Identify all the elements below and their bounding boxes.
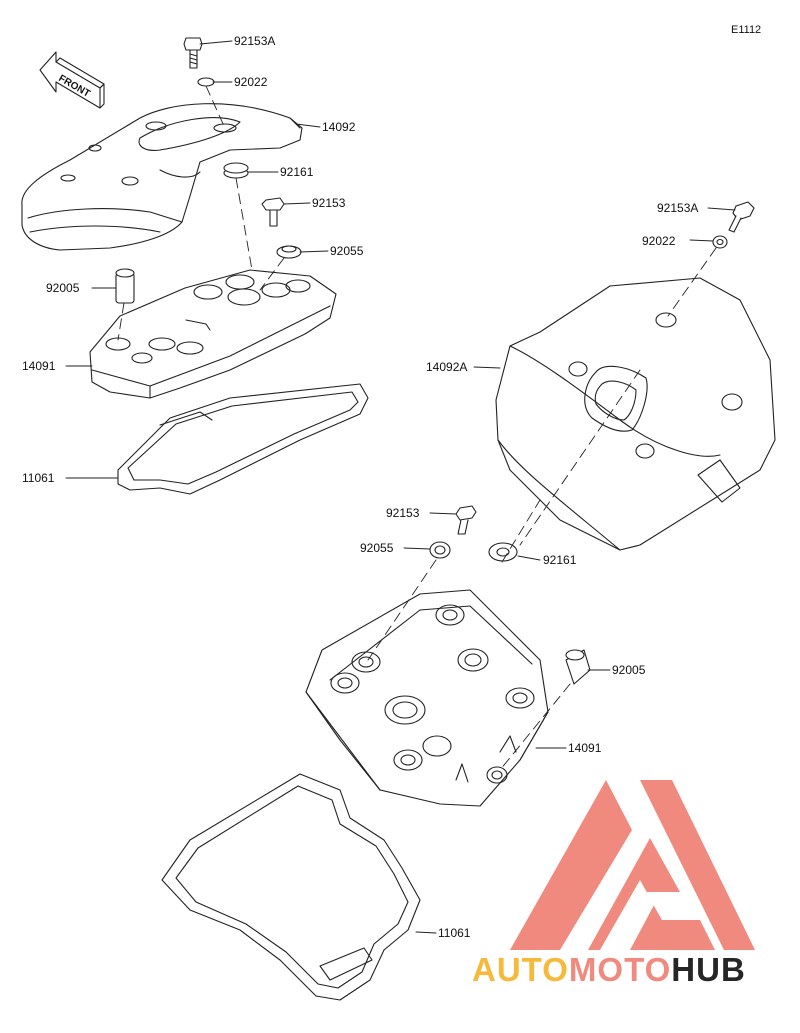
washer-92055-mid bbox=[429, 541, 451, 559]
label-92022-right: 92022 bbox=[642, 234, 676, 248]
grommet-92161-mid bbox=[488, 542, 518, 562]
engine-cover-14092A bbox=[495, 277, 776, 551]
gasket-11061-right bbox=[161, 773, 421, 1001]
watermark-hub: HUB bbox=[671, 951, 746, 988]
label-92055-mid: 92055 bbox=[360, 541, 394, 555]
bolt-92153-top bbox=[261, 197, 285, 227]
bolt-92153A-right bbox=[728, 201, 755, 233]
washer-92022-top bbox=[197, 77, 215, 87]
assembly-lines bbox=[117, 85, 717, 771]
label-92153A-top: 92153A bbox=[234, 34, 276, 48]
label-92161-mid: 92161 bbox=[543, 553, 577, 567]
front-arrow-icon bbox=[39, 51, 105, 109]
label-92153A-right: 92153A bbox=[657, 201, 699, 215]
diagram-code: E1112 bbox=[731, 24, 762, 36]
label-92005-left: 92005 bbox=[46, 281, 80, 295]
label-14092: 14092 bbox=[322, 120, 356, 134]
label-92005-right: 92005 bbox=[612, 663, 646, 677]
label-14092A: 14092A bbox=[426, 360, 468, 374]
watermark-moto: MOTO bbox=[568, 951, 672, 988]
label-92153-mid: 92153 bbox=[386, 506, 420, 520]
label-14091-left: 14091 bbox=[22, 359, 56, 373]
label-14091-right: 14091 bbox=[568, 741, 602, 755]
bolt-92153-mid bbox=[455, 505, 477, 535]
label-92153-top: 92153 bbox=[312, 196, 346, 210]
watermark-auto: AUTO bbox=[472, 951, 569, 988]
watermark-text: AUTOMOTOHUB bbox=[472, 950, 746, 990]
label-11061-bottom: 11061 bbox=[438, 926, 471, 940]
label-92022-top: 92022 bbox=[234, 75, 268, 89]
label-92055-top: 92055 bbox=[330, 244, 364, 258]
label-11061-left: 11061 bbox=[22, 471, 55, 485]
leader-lines bbox=[65, 40, 736, 934]
bolt-92153A-top bbox=[183, 37, 203, 69]
gasket-11061-left bbox=[117, 383, 369, 495]
head-cover-14091-right bbox=[305, 589, 549, 807]
dowel-92005-left bbox=[115, 268, 135, 304]
engine-cover-14092 bbox=[21, 103, 303, 251]
watermark-logo bbox=[510, 780, 755, 950]
label-92161-top: 92161 bbox=[280, 165, 314, 179]
dowel-92005-right bbox=[565, 649, 591, 685]
washer-92022-right bbox=[712, 235, 728, 249]
